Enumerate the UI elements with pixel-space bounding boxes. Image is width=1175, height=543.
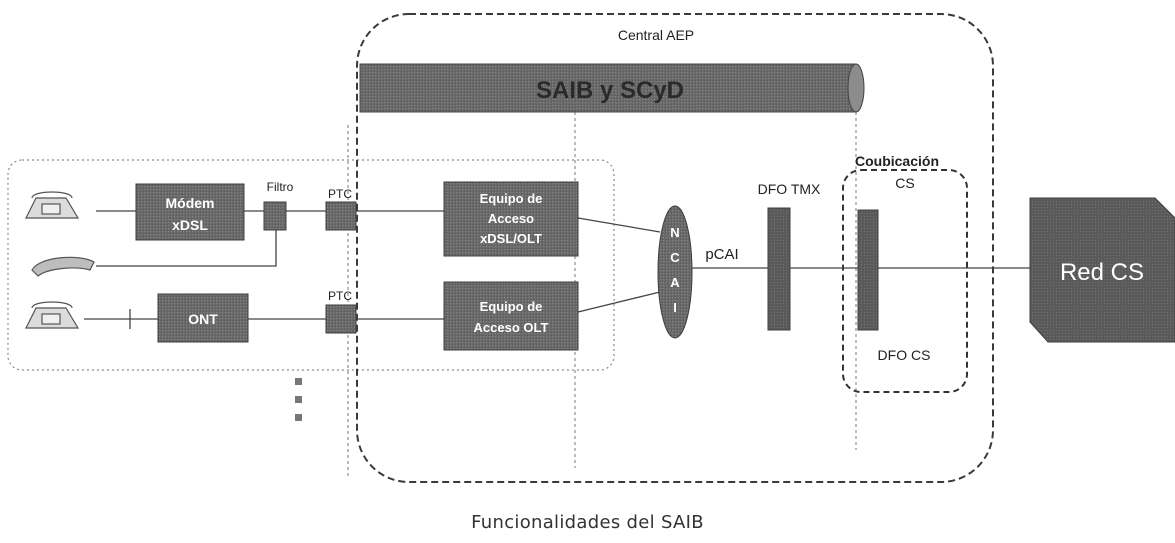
- dfo-tmx-label: DFO TMX: [758, 181, 821, 197]
- connections: [84, 210, 1030, 329]
- filtro-label: Filtro: [267, 180, 294, 194]
- ptc-bottom-label: PTC: [328, 289, 352, 303]
- coubicacion-label-line1: Coubicación: [855, 153, 939, 169]
- central-aep-label: Central AEP: [618, 27, 694, 43]
- customer-premises-region: [7, 159, 615, 371]
- ncai-letter-a: A: [670, 275, 680, 290]
- coubicacion-label-line2: CS: [895, 175, 914, 191]
- phone-icon: [25, 301, 80, 329]
- ncai-letter-n: N: [670, 225, 679, 240]
- equipo-acceso-xdsl-olt-box: Equipo de Acceso xDSL/OLT: [443, 181, 579, 257]
- ncai-node: N C A I: [657, 205, 693, 339]
- equipo-top-line1: Equipo de: [480, 191, 543, 206]
- ont-label: ONT: [188, 311, 218, 327]
- red-cs-network: Red CS: [1029, 197, 1175, 343]
- ptc-top-box: PTC: [325, 187, 357, 231]
- coubicacion-region: [842, 169, 968, 393]
- dfo-cs-label: DFO CS: [878, 347, 931, 363]
- equipo-bottom-line1: Equipo de: [480, 299, 543, 314]
- ptc-top-label: PTC: [328, 187, 352, 201]
- ncai-letter-i: I: [673, 300, 677, 315]
- ont-box: ONT: [157, 293, 249, 343]
- modem-xdsl-box: Módem xDSL: [135, 183, 245, 241]
- modem-label-line1: Módem: [166, 195, 215, 211]
- saib-scyd-bus: SAIB y SCyD: [359, 63, 865, 113]
- ncai-letter-c: C: [670, 250, 680, 265]
- central-aep-region: [356, 13, 994, 483]
- red-cs-label: Red CS: [1060, 259, 1144, 286]
- ptc-bottom-box: PTC: [325, 289, 357, 334]
- handset-icon: [31, 256, 95, 277]
- equipo-acceso-olt-box: Equipo de Acceso OLT: [443, 281, 579, 351]
- figure-caption: Funcionalidades del SAIB: [471, 512, 704, 533]
- filtro-box: Filtro: [263, 180, 294, 231]
- continuation-dots: [295, 378, 302, 421]
- dfo-tmx-box: DFO TMX: [758, 181, 821, 331]
- bus-label: SAIB y SCyD: [536, 77, 684, 104]
- equipo-top-line3: xDSL/OLT: [480, 231, 542, 246]
- equipo-top-line2: Acceso: [488, 211, 534, 226]
- phone-icon: [25, 191, 80, 219]
- equipo-bottom-line2: Acceso OLT: [474, 320, 549, 335]
- dfo-cs-box: DFO CS: [857, 209, 931, 363]
- modem-label-line2: xDSL: [172, 217, 208, 233]
- pcai-label: pCAI: [705, 246, 738, 263]
